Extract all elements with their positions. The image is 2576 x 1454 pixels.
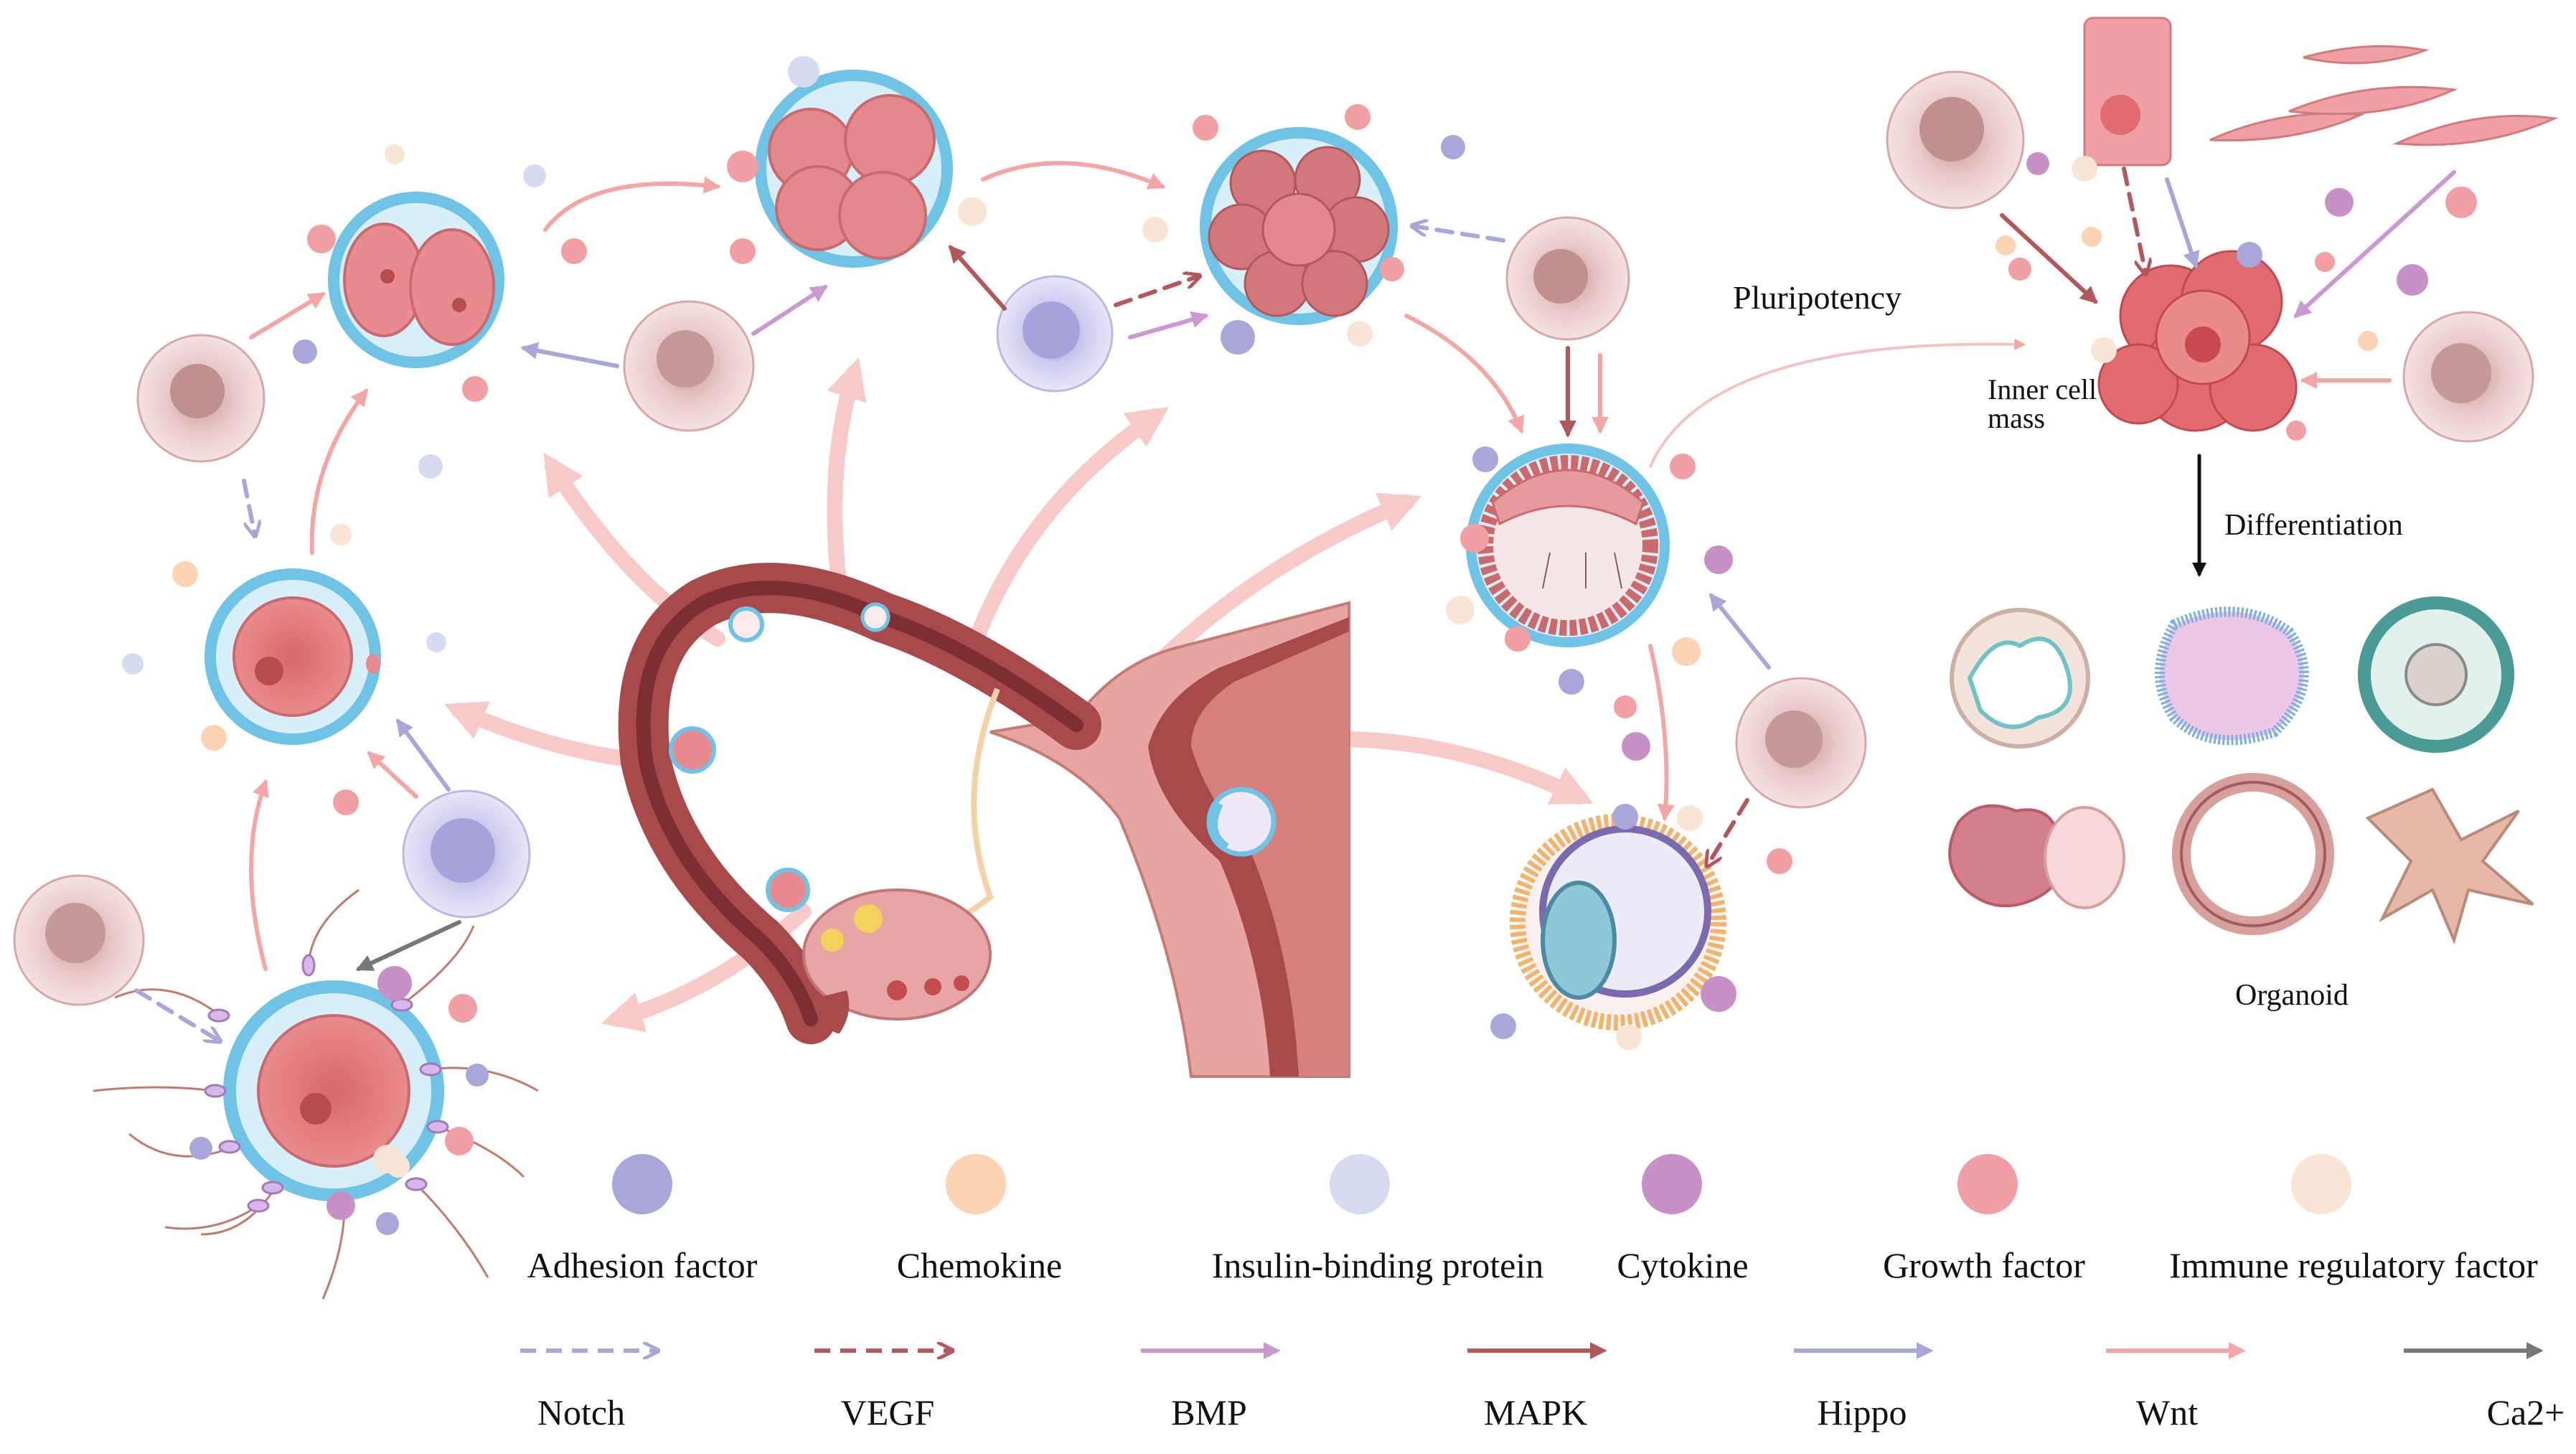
- tube-embryo: [766, 868, 810, 912]
- four-cell-stage: [755, 70, 953, 268]
- inner-cell-mass-label-line2: mass: [1988, 402, 2045, 434]
- legend-pathway-label: Hippo: [1818, 1392, 1907, 1432]
- organoid-lobed: [1948, 804, 2125, 909]
- organoid-cyst: [2155, 606, 2309, 746]
- signal-cells: [13, 17, 2559, 1006]
- legend-factor-label: Insulin-binding protein: [1212, 1245, 1543, 1285]
- legend-factor-label: Cytokine: [1617, 1245, 1748, 1285]
- organoid-ring: [2358, 596, 2514, 753]
- organoid-label: Organoid: [2235, 979, 2349, 1012]
- organoid-tube: [2172, 773, 2334, 935]
- uterus-illustration: [618, 563, 1350, 1078]
- uterus-blastocyst: [1206, 787, 1277, 857]
- organoid-star: [2365, 787, 2534, 944]
- tube-embryo: [669, 726, 716, 774]
- legend-factor-swatch: [1642, 1154, 1702, 1214]
- differentiation-label: Differentiation: [2224, 509, 2403, 542]
- legend-factor-swatch: [1957, 1154, 2018, 1214]
- legend-factor-swatch: [612, 1154, 672, 1214]
- legend-pathway-label: BMP: [1171, 1392, 1247, 1432]
- legend-factor-label: Adhesion factor: [527, 1245, 758, 1285]
- legend-factor-label: Chemokine: [897, 1245, 1063, 1285]
- tube-embryo: [860, 602, 890, 632]
- legend-factor-swatch: [2291, 1154, 2351, 1214]
- zygote-fertilization: [93, 888, 539, 1300]
- factor-dots: [122, 56, 2477, 1235]
- legend-pathway-label: MAPK: [1484, 1392, 1587, 1432]
- early-blastocyst: [1466, 444, 1670, 647]
- morula-stage: [1200, 127, 1398, 325]
- inner-cell-mass-label-line1: Inner cell: [1988, 373, 2097, 405]
- legend-pathway-label: Ca2+: [2487, 1392, 2565, 1432]
- hatching-blastocyst: [1510, 814, 1726, 1031]
- organoid-group: [1948, 596, 2534, 944]
- factor-legend: Adhesion factor Chemokine Insulin-binding …: [527, 1154, 2538, 1285]
- organoid-intestinal: [1950, 608, 2090, 749]
- legend-pathway-label: Notch: [537, 1392, 625, 1432]
- legend-pathway-label: Wnt: [2136, 1392, 2198, 1432]
- tube-embryo: [728, 606, 764, 642]
- pathway-arrows: [134, 161, 2456, 1041]
- pluripotency-label: Pluripotency: [1733, 279, 1902, 316]
- oocyte-stage: [205, 568, 381, 745]
- pathway-legend: Notch VEGF BMP MAPK Hippo Wnt Ca2+: [520, 1342, 2565, 1432]
- legend-pathway-label: VEGF: [841, 1392, 935, 1432]
- legend-factor-label: Growth factor: [1883, 1245, 2085, 1285]
- legend-factor-swatch: [946, 1154, 1006, 1214]
- legend-factor-label: Immune regulatory factor: [2169, 1245, 2538, 1285]
- legend-factor-swatch: [1330, 1154, 1390, 1214]
- inner-cell-mass: [2097, 250, 2298, 432]
- two-cell-stage: [328, 192, 504, 368]
